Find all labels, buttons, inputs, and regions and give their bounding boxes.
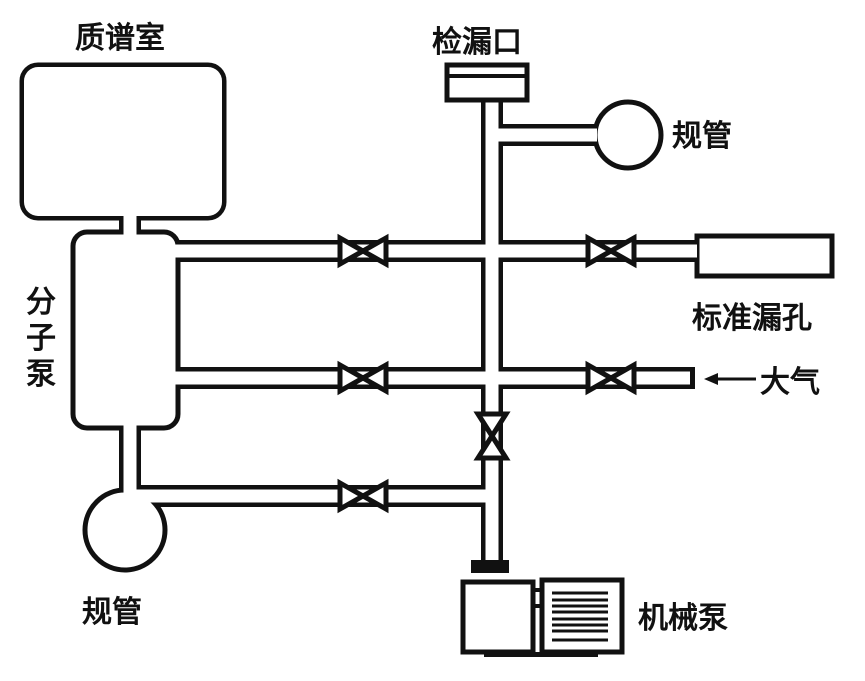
- valve-middle-left[interactable]: [337, 360, 389, 396]
- leak-detection-port[interactable]: [444, 62, 530, 103]
- label-molecular-pump-1: 分: [26, 285, 56, 320]
- label-standard-leak: 标准漏孔: [692, 301, 812, 336]
- label-leak-detection-port: 检漏口: [432, 25, 522, 60]
- valve-top-left[interactable]: [337, 233, 389, 269]
- standard-leak: [694, 233, 835, 279]
- label-mechanical-pump: 机械泵: [638, 601, 728, 636]
- valve-atmosphere[interactable]: [585, 360, 637, 396]
- label-gauge-bottom: 规管: [82, 595, 142, 630]
- valve-vertical[interactable]: [473, 411, 511, 461]
- valve-standard-leak[interactable]: [585, 233, 637, 269]
- label-molecular-pump-3: 泵: [26, 357, 56, 392]
- valve-bottom[interactable]: [337, 478, 389, 514]
- label-atmosphere: 大气: [760, 365, 820, 400]
- mechanical-pump: [460, 560, 625, 657]
- atmosphere-arrow: [704, 373, 756, 385]
- label-mass-spec-chamber: 质谱室: [75, 21, 165, 56]
- label-gauge-top: 规管: [672, 119, 732, 154]
- label-molecular-pump-2: 子: [26, 321, 56, 356]
